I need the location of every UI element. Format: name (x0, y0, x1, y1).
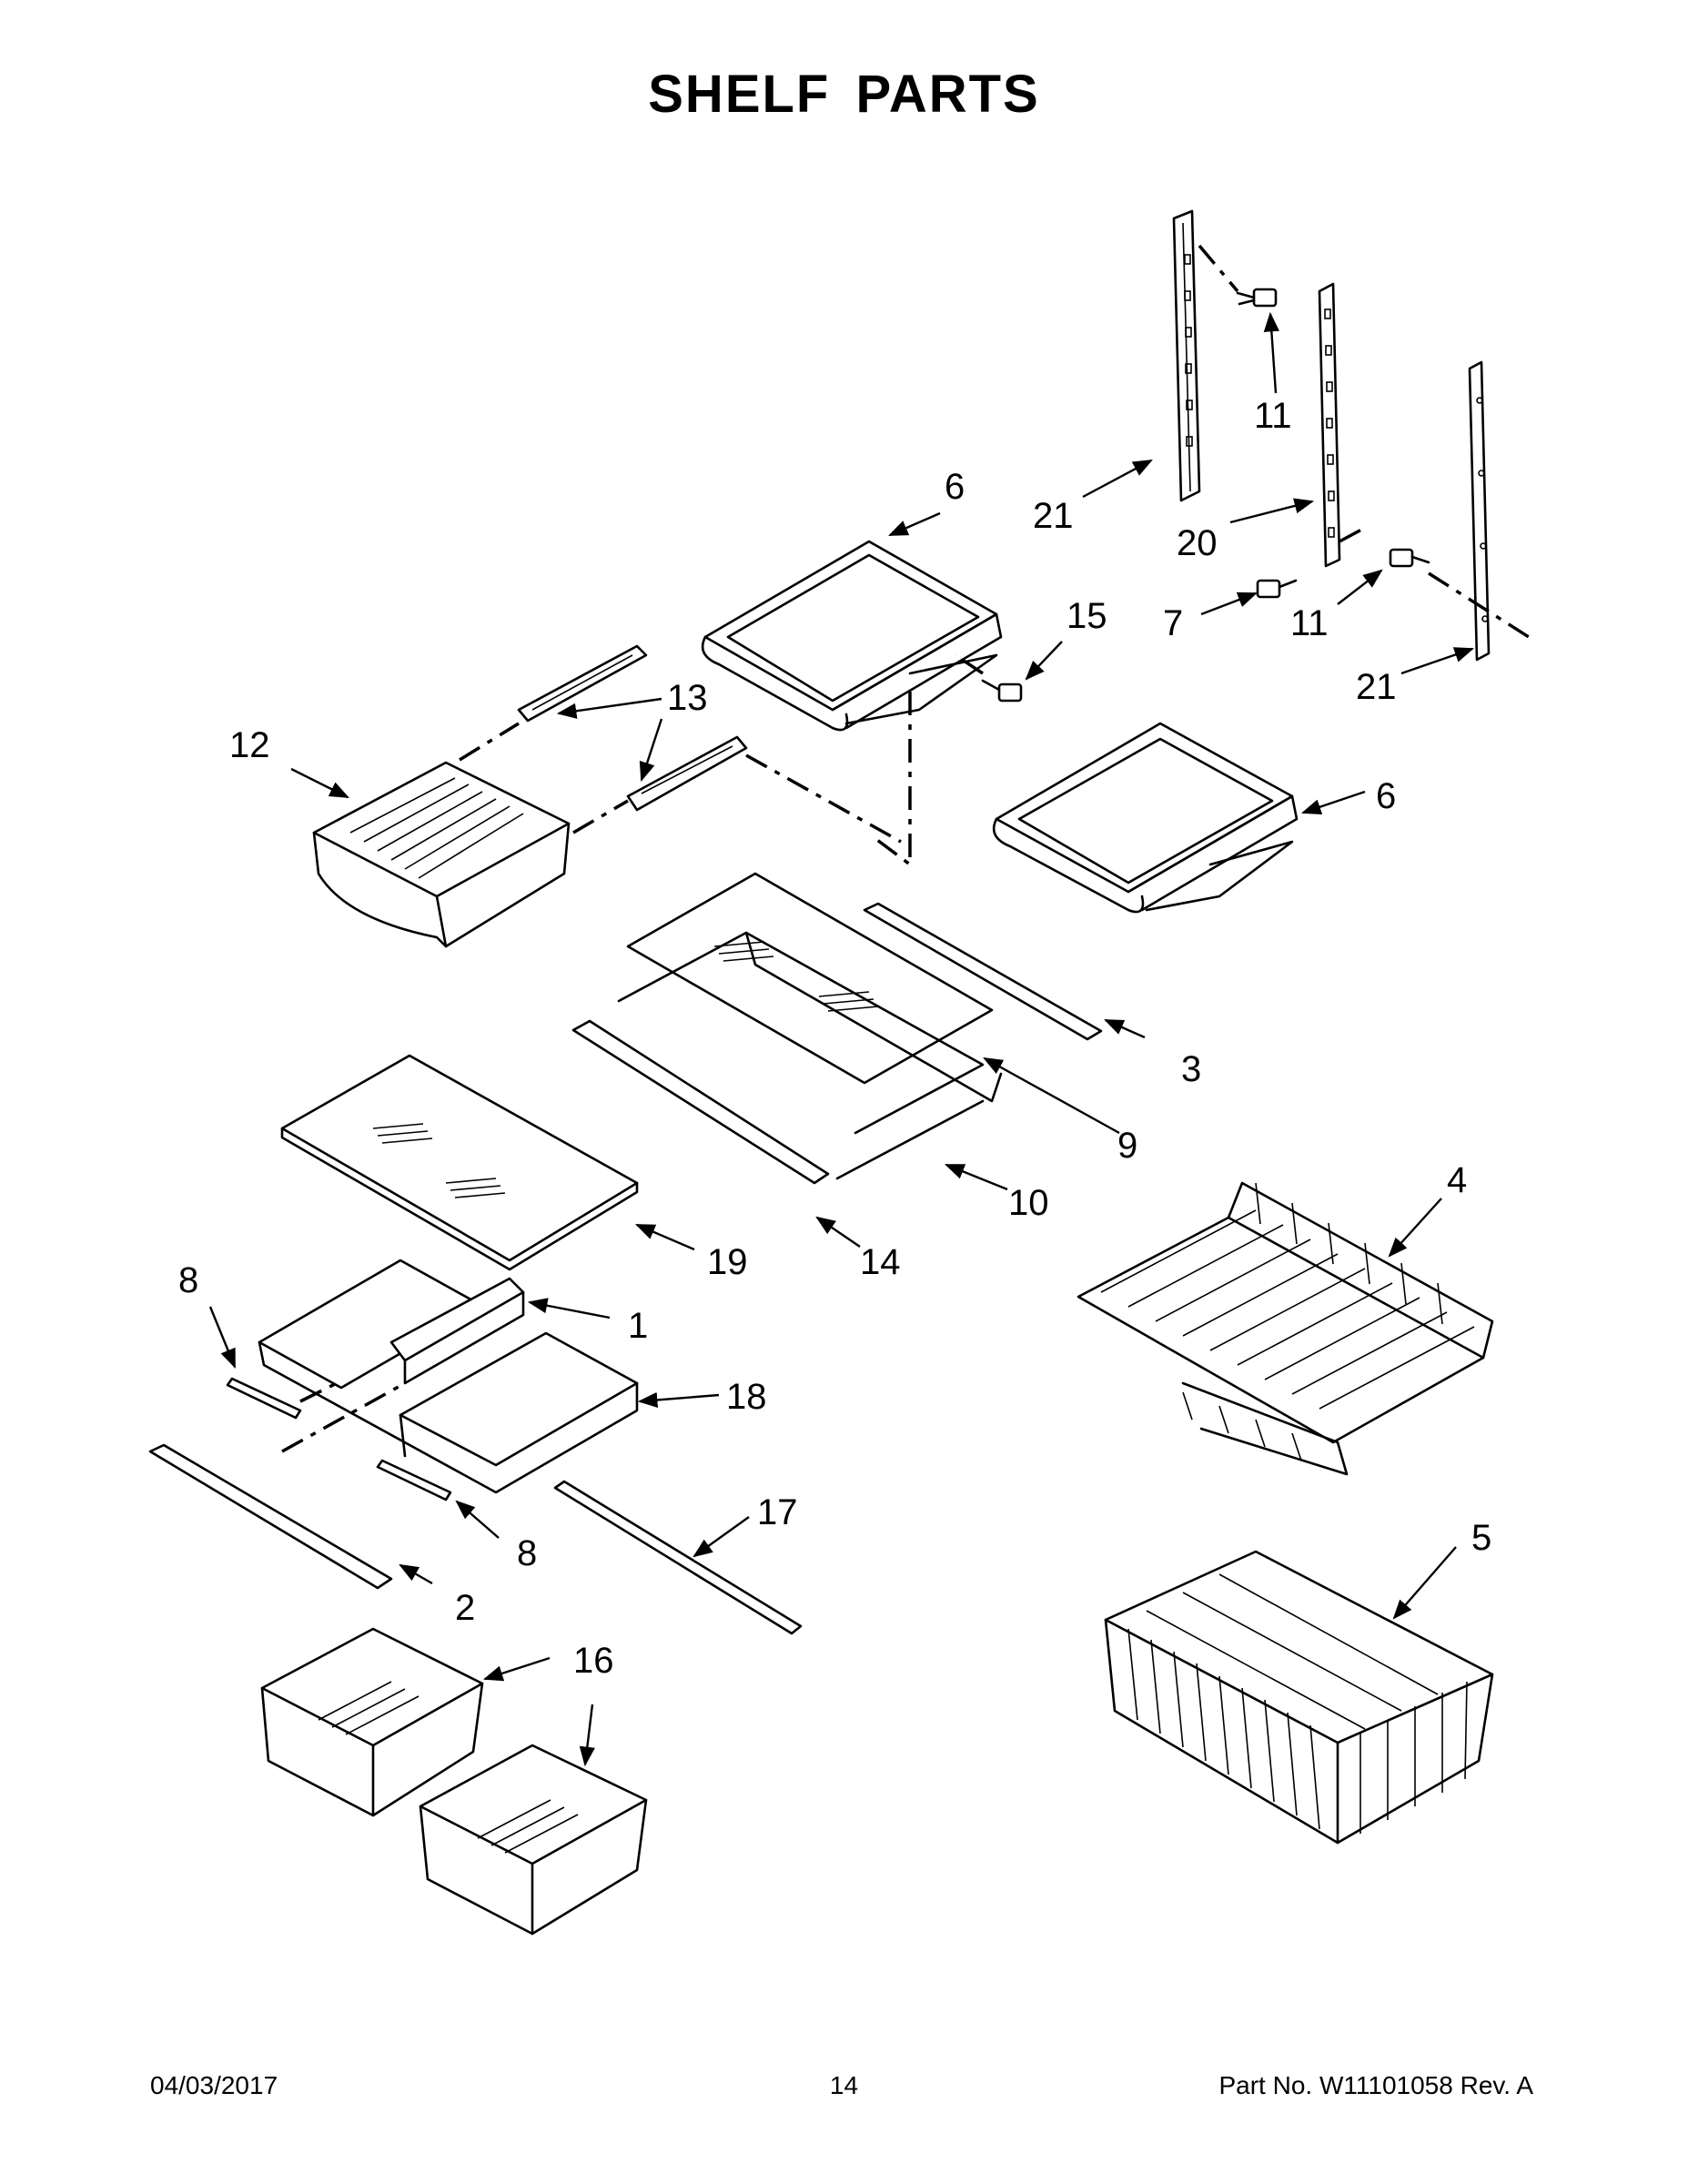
wire-shelf-4 (1076, 1181, 1494, 1476)
pan-16-left (260, 1627, 484, 1817)
rod-17 (553, 1480, 803, 1635)
callout-21-left: 21 (1033, 496, 1074, 536)
callout-7: 7 (1163, 603, 1183, 643)
callout-4: 4 (1447, 1160, 1467, 1200)
screw-15 (981, 679, 1023, 703)
shelf-frame-6-upper (701, 540, 1003, 732)
glass-shelf-19 (280, 1054, 639, 1271)
drawer-frame-18 (258, 1259, 639, 1494)
callout-10: 10 (1008, 1183, 1049, 1223)
rail-left-21 (1172, 209, 1201, 502)
clip-8-lower (376, 1459, 452, 1502)
shelf-frame-10 (617, 931, 1003, 1180)
callout-21-right: 21 (1356, 667, 1397, 707)
footer-date: 04/03/2017 (150, 2071, 278, 2099)
callout-15: 15 (1066, 596, 1107, 636)
drawer-slide-13-lower (626, 735, 748, 812)
callout-11-right: 11 (1290, 603, 1329, 643)
pan-16-right (419, 1744, 648, 1936)
wire-basket-5 (1104, 1550, 1494, 1845)
clip-8-upper (226, 1377, 302, 1420)
callout-6-lower: 6 (1376, 776, 1396, 816)
trim-14 (571, 1019, 830, 1185)
callout-20: 20 (1177, 523, 1218, 563)
callout-6-upper: 6 (945, 467, 965, 507)
callout-8-upper: 8 (178, 1260, 198, 1300)
screw-11-right (1389, 548, 1430, 568)
footer-part-number: Part No. W11101058 Rev. A (1218, 2071, 1533, 2099)
rail-center-20 (1318, 282, 1341, 568)
screw-11-top (1236, 288, 1278, 308)
page-title: SHELF PARTS (648, 65, 1040, 124)
footer-page-number: 14 (829, 2071, 859, 2099)
callout-17: 17 (757, 1492, 798, 1532)
callout-12: 12 (229, 725, 270, 765)
leader-arrows (208, 311, 1475, 1767)
rail-right-21 (1468, 360, 1491, 662)
trim-3 (863, 902, 1103, 1041)
trim-2 (148, 1443, 393, 1590)
callout-1: 1 (628, 1306, 648, 1346)
drawer-slide-13-upper (517, 644, 648, 723)
callout-14: 14 (860, 1242, 901, 1282)
callout-5: 5 (1471, 1518, 1491, 1558)
callout-16: 16 (573, 1641, 614, 1681)
callout-labels: 21 11 20 7 11 21 6 15 6 13 12 3 9 10 14 … (178, 396, 1491, 1681)
crisper-drawer-12 (312, 761, 571, 948)
screw-7 (1256, 579, 1298, 599)
callout-13: 13 (667, 678, 708, 718)
divider-1 (389, 1277, 525, 1385)
callout-2: 2 (455, 1588, 475, 1628)
callout-8-lower: 8 (517, 1533, 537, 1573)
callout-9: 9 (1117, 1126, 1137, 1166)
glass-shelf-9 (626, 872, 994, 1085)
callout-3: 3 (1181, 1049, 1201, 1089)
shelf-frame-6-lower (992, 722, 1299, 914)
callout-18: 18 (726, 1377, 767, 1417)
callout-11-top: 11 (1254, 396, 1292, 436)
callout-19: 19 (707, 1242, 748, 1282)
